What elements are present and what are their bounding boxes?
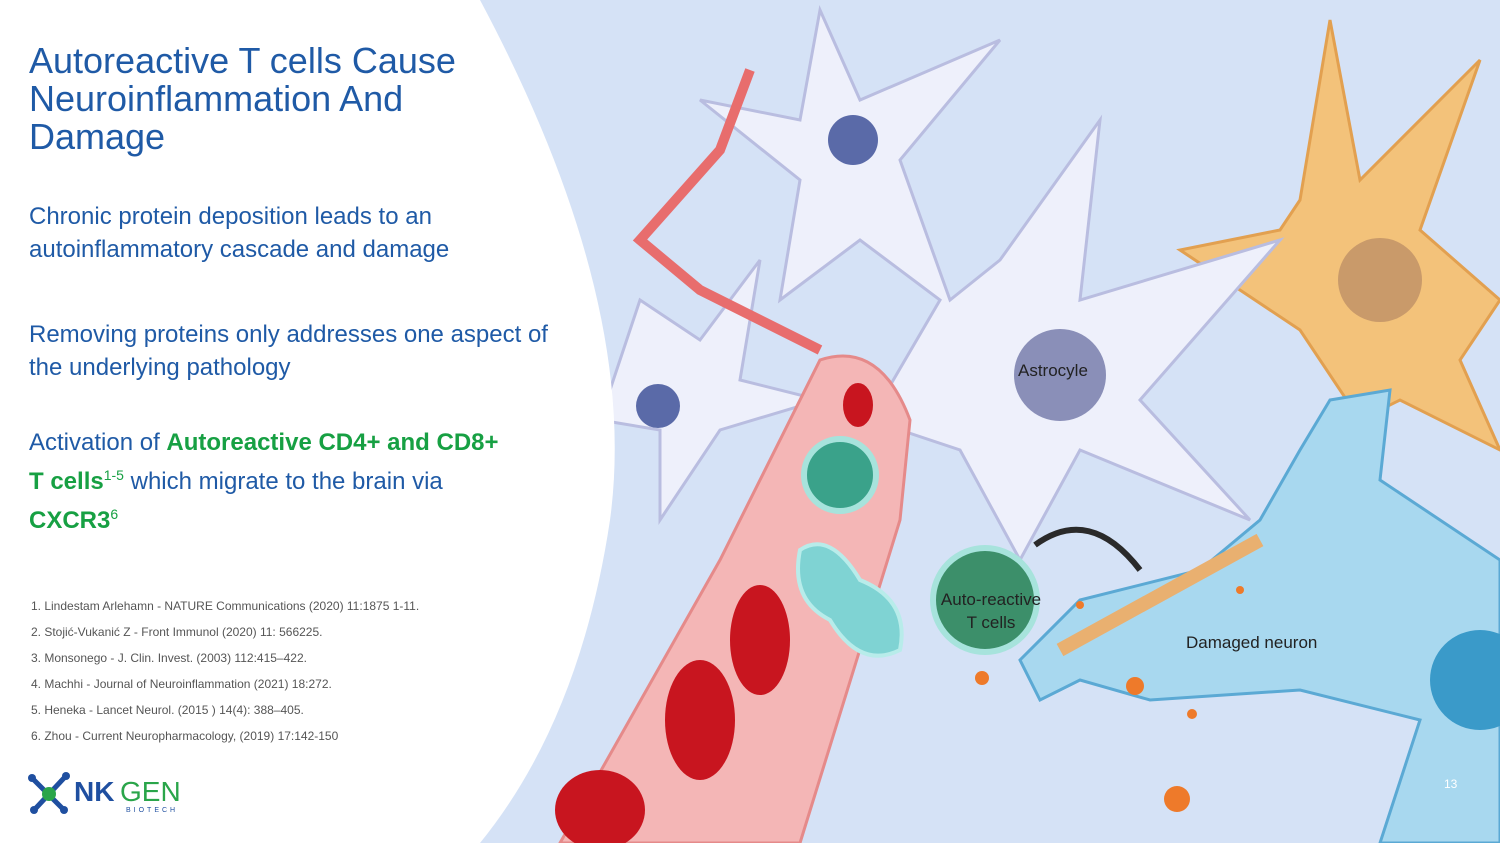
reference: 4. Machhi - Journal of Neuroinflammation… bbox=[31, 677, 332, 691]
debris-particles bbox=[975, 586, 1244, 812]
auto-reactive-t-cell bbox=[930, 545, 1040, 655]
reference: 2. Stojić-Vukanić Z - Front Immunol (202… bbox=[31, 625, 323, 639]
astrocyte-nucleus bbox=[1014, 329, 1106, 421]
healthy-neuron bbox=[1176, 19, 1500, 452]
highlight-text: CXCR3 bbox=[29, 507, 111, 534]
damaged-neuron bbox=[1018, 388, 1500, 843]
t-cell bbox=[801, 436, 879, 514]
astrocyte-nucleus bbox=[828, 115, 878, 165]
citation: 6 bbox=[110, 506, 119, 522]
slide-title: Autoreactive T cells Cause Neuroinflamma… bbox=[29, 40, 456, 157]
arrow-icon bbox=[1033, 526, 1143, 572]
bullet-text: Chronic protein deposition leads to an a… bbox=[29, 203, 450, 263]
t-cell-migrating bbox=[796, 542, 904, 658]
references: 1. Lindestam Arlehamn - NATURE Communica… bbox=[31, 593, 419, 749]
text: Activation of bbox=[29, 429, 167, 456]
text: which migrate to the brain via bbox=[123, 468, 443, 495]
highlight-text: Autoreactive CD4+ and CD8+ T cells bbox=[29, 429, 499, 495]
logo-subtext: BIOTECH bbox=[126, 807, 179, 814]
text-panel bbox=[0, 0, 615, 843]
reference: 5. Heneka - Lancet Neurol. (2015 ) 14(4)… bbox=[31, 703, 304, 717]
reference: 3. Monsonego - J. Clin. Invest. (2003) 1… bbox=[31, 651, 307, 665]
logo-mark-icon bbox=[28, 772, 70, 814]
damaged-neuron-label: Damaged neuron bbox=[1186, 633, 1318, 652]
logo-text: NK bbox=[74, 776, 115, 807]
damaged-axon bbox=[1056, 533, 1264, 657]
bullet-text: Removing proteins only addresses one asp… bbox=[29, 321, 548, 381]
astrocyte-nucleus bbox=[636, 384, 680, 428]
bullet-text: Activation of Autoreactive CD4+ and CD8+… bbox=[29, 426, 499, 537]
astrocyte bbox=[598, 4, 1285, 564]
logo-text: GEN bbox=[120, 776, 181, 807]
reference: 1. Lindestam Arlehamn - NATURE Communica… bbox=[31, 599, 420, 613]
reference: 6. Zhou - Current Neuropharmacology, (20… bbox=[31, 729, 339, 743]
page-number: 13 bbox=[1444, 777, 1458, 791]
astrocyte-label: Astrocyle bbox=[1018, 361, 1088, 380]
t-cell-label: Auto-reactive T cells bbox=[940, 590, 1042, 632]
citation: 1-5 bbox=[103, 467, 124, 483]
nkgen-logo: NK GEN BIOTECH bbox=[26, 770, 196, 820]
